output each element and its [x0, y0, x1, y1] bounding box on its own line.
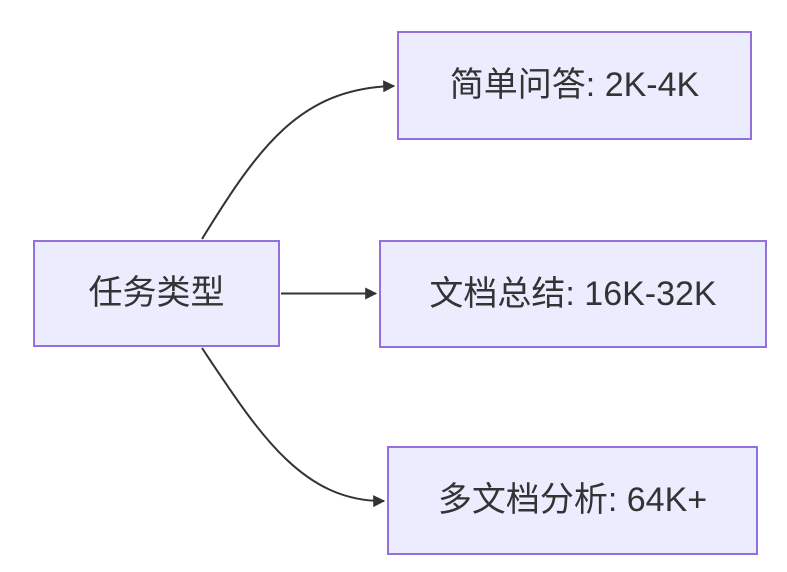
node-simple-qa: 简单问答: 2K-4K [397, 31, 752, 140]
edge-task-type-to-multi-doc [201, 347, 386, 508]
node-multi-doc-label: 多文档分析: 64K+ [437, 481, 708, 520]
node-doc-summary-label: 文档总结: 16K-32K [429, 274, 717, 313]
node-multi-doc: 多文档分析: 64K+ [387, 446, 758, 555]
node-task-type-label: 任务类型 [88, 274, 225, 313]
node-doc-summary: 文档总结: 16K-32K [379, 240, 767, 348]
node-simple-qa-label: 简单问答: 2K-4K [449, 66, 700, 105]
node-task-type: 任务类型 [33, 240, 280, 347]
edge-task-type-to-simple-qa [201, 80, 396, 240]
